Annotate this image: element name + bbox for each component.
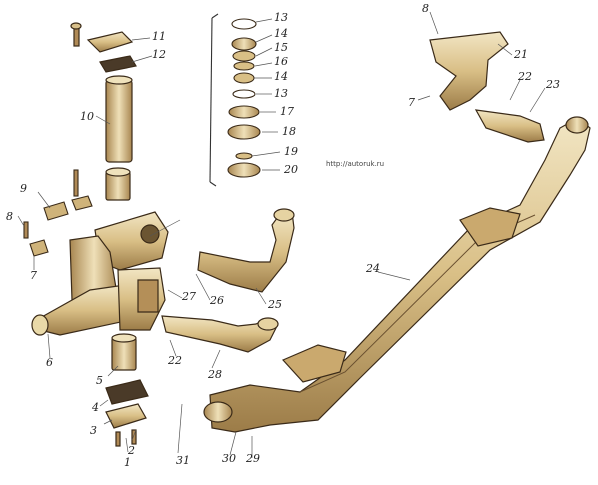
small-parts-left [23, 169, 93, 257]
callout-18: 18 [282, 125, 296, 138]
callout-14-top: 14 [274, 27, 288, 40]
upper-cover-and-gasket [70, 22, 137, 73]
callout-20: 20 [283, 163, 298, 176]
callout-6: 6 [46, 356, 53, 369]
callout-27: 27 [181, 290, 196, 303]
callout-7: 7 [30, 269, 37, 282]
callout-30: 30 [222, 452, 236, 465]
leader-lines [17, 11, 546, 458]
callout-17: 17 [280, 105, 294, 118]
callout-25: 25 [267, 298, 282, 311]
callout-9: 9 [20, 182, 27, 195]
upper-bush [105, 167, 131, 201]
callout-13-bottom: 13 [274, 87, 288, 100]
callout-22-right: 22 [517, 70, 532, 83]
callout-23: 23 [545, 78, 560, 91]
callout-11: 11 [152, 30, 166, 43]
callout-2: 2 [127, 444, 135, 457]
lower-bush [111, 333, 137, 371]
thrust-bearing-stack [209, 13, 261, 187]
callout-21: 21 [513, 48, 528, 61]
callout-15: 15 [274, 41, 288, 54]
lower-cover-and-gasket [105, 379, 149, 447]
callout-29: 29 [245, 452, 260, 465]
callout-16: 16 [274, 55, 288, 68]
callout-8-right: 8 [422, 2, 429, 15]
callout-3: 3 [90, 424, 97, 437]
axle-beam [203, 116, 591, 433]
steering-arm-upper [197, 208, 295, 293]
callout-10: 10 [80, 110, 94, 123]
callout-1: 1 [124, 456, 131, 469]
callout-22-left: 22 [167, 354, 182, 367]
callout-19: 19 [284, 145, 298, 158]
callout-labels: 1 2 3 4 5 6 7 8 9 10 11 12 13 14 15 16 1… [6, 2, 560, 469]
callout-5: 5 [96, 374, 103, 387]
callout-26: 26 [209, 294, 224, 307]
callout-24: 24 [365, 262, 380, 275]
callout-14-bottom: 14 [274, 70, 288, 83]
callout-28: 28 [207, 368, 222, 381]
lever-right [429, 31, 545, 143]
steering-arm-lower [161, 315, 279, 353]
king-pin [105, 75, 133, 163]
callout-31: 31 [176, 454, 190, 467]
callout-4: 4 [91, 401, 99, 414]
watermark-url: http://autoruk.ru [326, 160, 384, 168]
callout-13-top: 13 [274, 11, 288, 24]
callout-12: 12 [152, 48, 166, 61]
callout-8: 8 [6, 210, 13, 223]
steering-knuckle [31, 211, 169, 336]
callout-7-right: 7 [408, 96, 415, 109]
